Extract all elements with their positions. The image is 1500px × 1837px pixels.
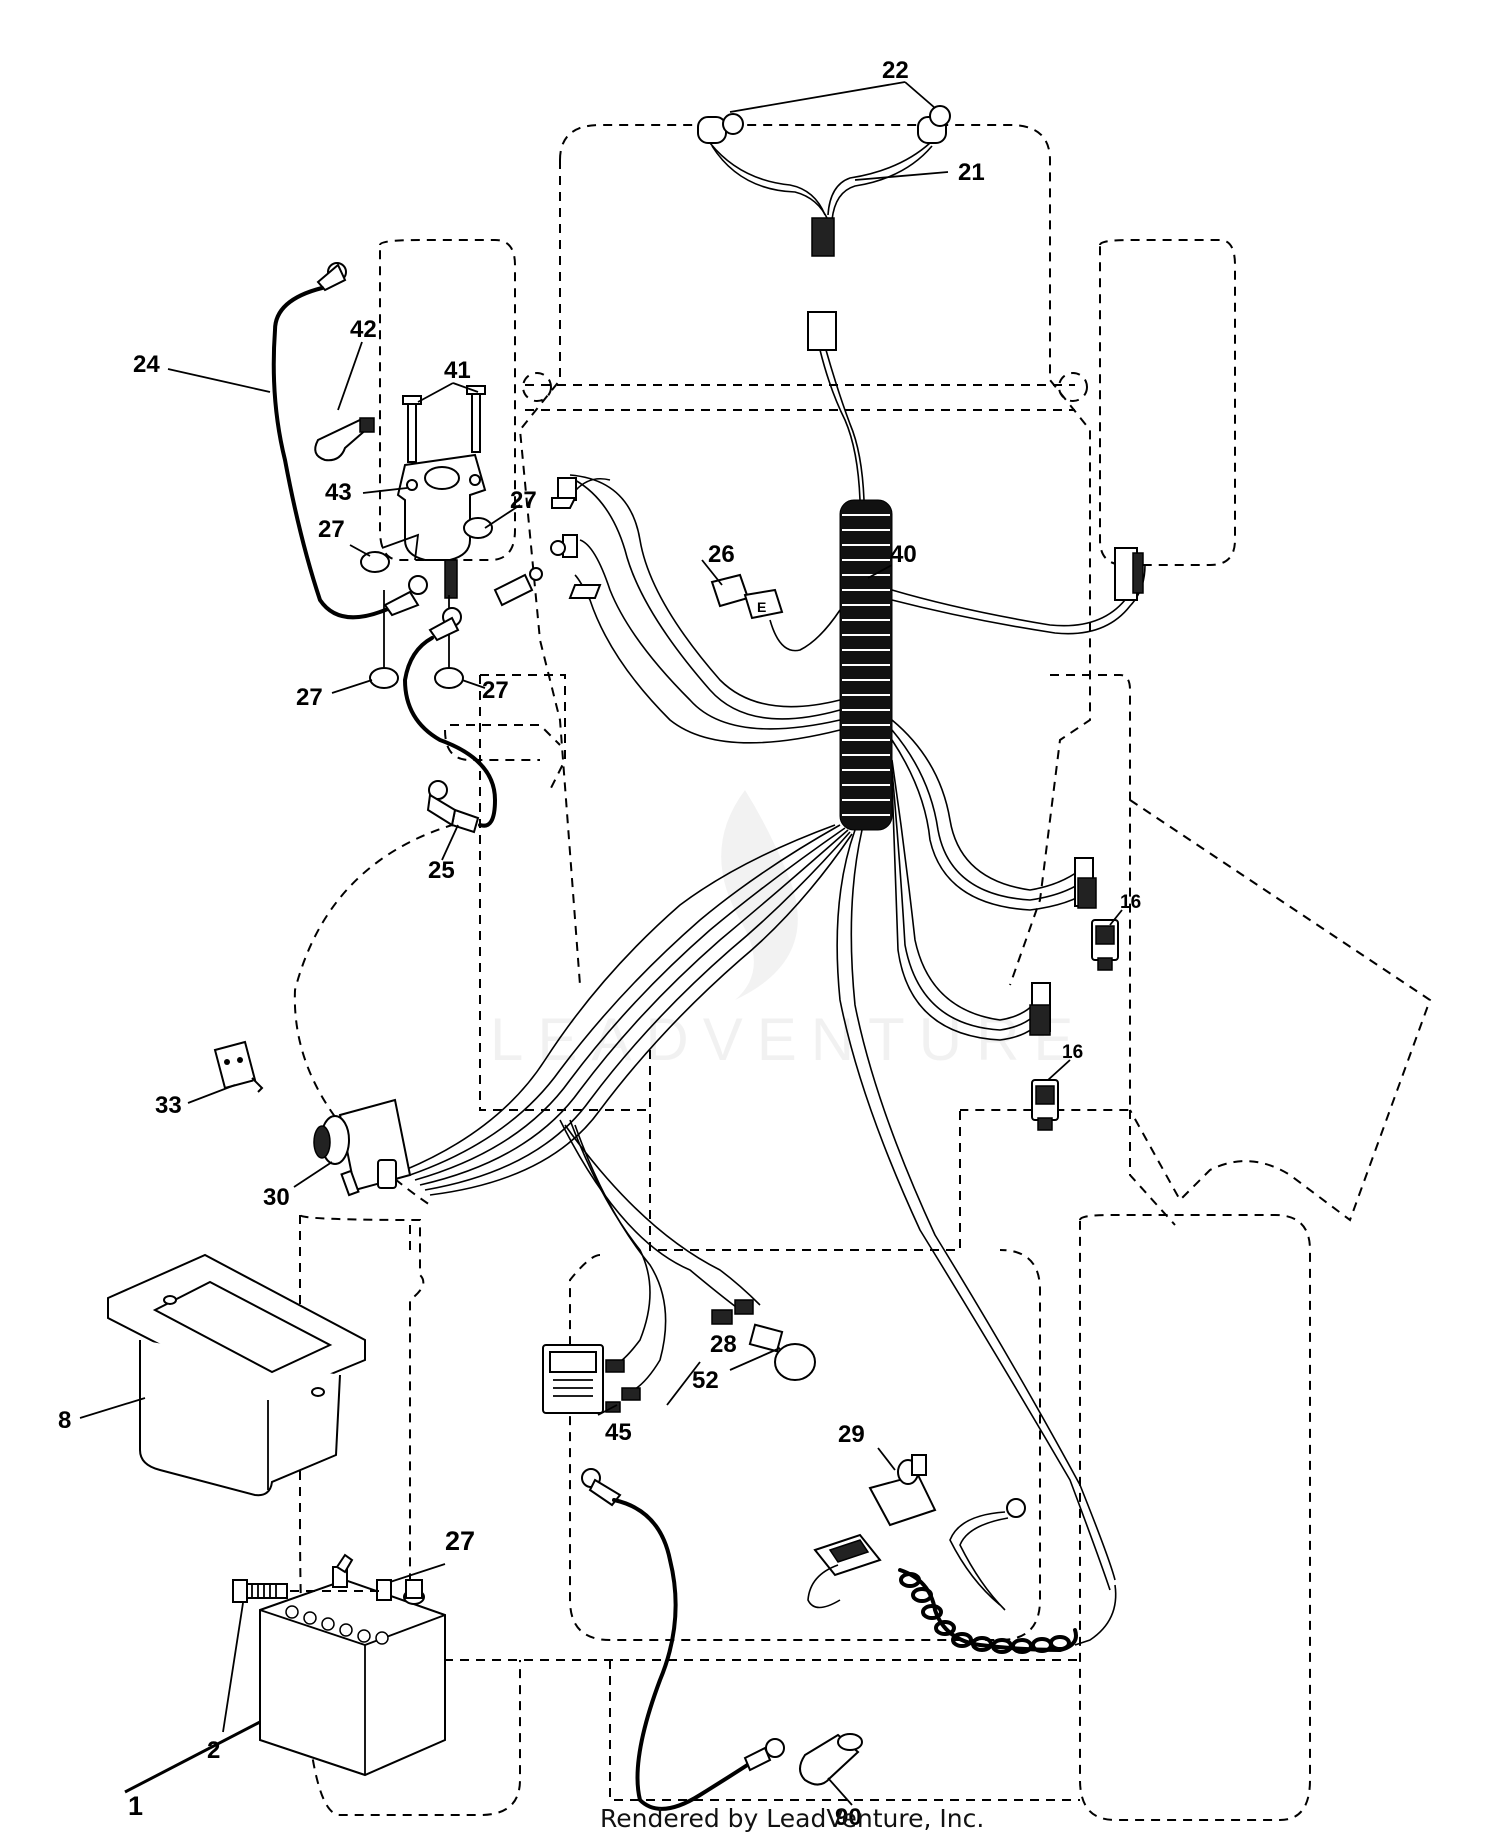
- callout-90: 90: [835, 1804, 862, 1831]
- harness-headlight-plug: [807, 311, 837, 351]
- battery-bolt: [232, 1579, 288, 1603]
- ground-cable-28: [581, 1468, 785, 1811]
- callout-42: 42: [350, 316, 377, 343]
- fuse-bulb: [711, 1299, 816, 1381]
- front-terminals: [550, 477, 611, 599]
- callout-30: 30: [263, 1184, 290, 1211]
- callout-24: 24: [133, 351, 160, 378]
- callout-16-lower: 16: [1062, 1042, 1083, 1063]
- callout-45: 45: [605, 1419, 632, 1446]
- callout-27-c: 27: [296, 684, 323, 711]
- terminal-cap: [314, 418, 370, 462]
- nut-lower-left: [369, 667, 399, 689]
- callout-labels: 1 2 8 16 16 21 22 24 25 26 27 27 27 27 2…: [58, 57, 1141, 1831]
- callout-27-a: 27: [318, 516, 345, 543]
- nut-solenoid-right: [463, 517, 493, 539]
- main-harness: [404, 474, 1146, 1591]
- callout-27-e: 27: [445, 1526, 475, 1556]
- callout-16-upper: 16: [1120, 892, 1141, 913]
- render-credit: Rendered by LeadVenture, Inc.: [600, 1804, 984, 1833]
- callout-33: 33: [155, 1092, 182, 1119]
- callout-1: 1: [128, 1791, 143, 1821]
- callout-8: 8: [58, 1407, 71, 1434]
- callout-41: 41: [444, 357, 471, 384]
- bolt-right: [471, 391, 481, 453]
- ignition-key: [213, 1040, 264, 1093]
- callout-28: 28: [710, 1331, 737, 1358]
- nut-solenoid-left: [360, 551, 390, 573]
- watermark: LEADVENTURE: [490, 790, 1087, 1073]
- callout-27-d: 27: [482, 677, 509, 704]
- headlight-assembly: [697, 105, 951, 501]
- callout-21: 21: [958, 159, 985, 186]
- battery-box: [107, 1253, 366, 1497]
- ignition-switch: [313, 1098, 412, 1197]
- callout-52: 52: [692, 1367, 719, 1394]
- hour-meter: [542, 1344, 641, 1414]
- headlight-connector: [811, 217, 835, 257]
- callout-29: 29: [838, 1421, 865, 1448]
- callout-43: 43: [325, 479, 352, 506]
- callout-25: 25: [428, 857, 455, 884]
- leader-lines: [79, 81, 1123, 1806]
- pto-switch: [807, 1454, 937, 1609]
- seat-switch-upper: [1091, 919, 1119, 971]
- callout-2: 2: [207, 1737, 220, 1764]
- relay: E: [710, 573, 784, 620]
- headlight-left: [697, 116, 727, 144]
- solenoid-assembly: [314, 385, 543, 689]
- battery-nut: [376, 1579, 392, 1601]
- callout-40: 40: [890, 541, 917, 568]
- callout-22: 22: [882, 57, 909, 84]
- callout-27-b: 27: [510, 487, 537, 514]
- terminal-c: [568, 584, 602, 599]
- battery: [259, 1553, 446, 1777]
- bolt-left: [407, 401, 417, 463]
- coiled-cable: [898, 1498, 1117, 1654]
- nut-lower-right: [434, 667, 464, 689]
- seat-switch-lower: [1031, 1079, 1059, 1131]
- callout-26: 26: [708, 541, 735, 568]
- battery-cable-25: [402, 607, 498, 834]
- watermark-text: LEADVENTURE: [490, 1006, 1087, 1073]
- svg-text:E: E: [757, 599, 766, 615]
- terminal-boot: [799, 1733, 863, 1786]
- terminal-a: [557, 477, 577, 501]
- battery-cable-24: [271, 262, 428, 620]
- harness-loom: [839, 499, 893, 831]
